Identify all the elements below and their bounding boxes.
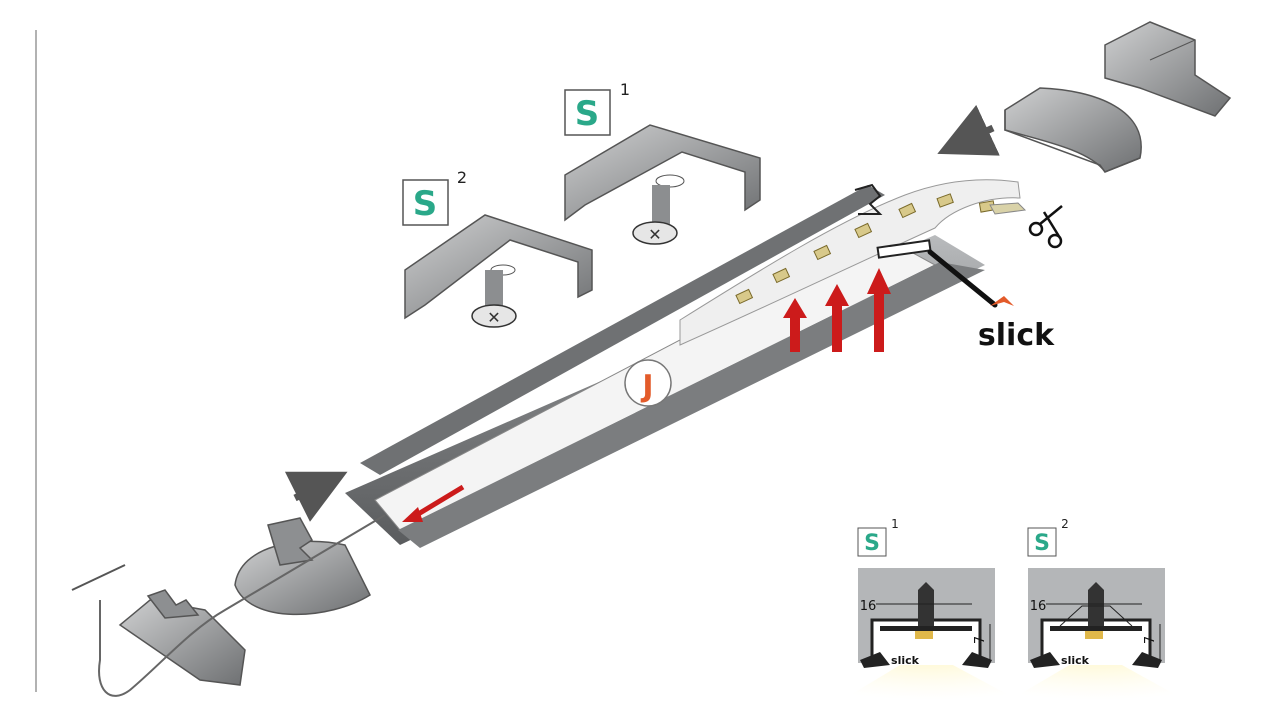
scissors-icon bbox=[1028, 205, 1063, 249]
brand-logo-text: slick bbox=[978, 318, 1055, 353]
section-badge-1-letter: S bbox=[864, 531, 880, 556]
profile-width-2: 16 bbox=[1030, 599, 1047, 614]
cross-section-2: 16 7 slick bbox=[1010, 568, 1185, 700]
section-badge-1: S 1 bbox=[857, 517, 899, 557]
arrow-icon bbox=[413, 484, 465, 519]
section-badge-2: S 2 bbox=[1027, 517, 1069, 557]
end-cap-right-mount bbox=[1104, 21, 1232, 117]
arrow-icon bbox=[867, 268, 891, 352]
cross-section-1: 16 7 slick bbox=[842, 568, 1018, 700]
section-brand-2: slick bbox=[1061, 654, 1090, 667]
section-badge-2-letter: S bbox=[1034, 531, 1050, 556]
installation-tool bbox=[854, 183, 998, 308]
mount-badge-2-letter: S bbox=[413, 184, 438, 224]
mount-badge-1-index: 1 bbox=[620, 80, 630, 99]
press-in-arrows bbox=[402, 268, 891, 522]
mount-badge-2: S 2 bbox=[402, 168, 467, 226]
arrow-icon bbox=[825, 284, 849, 352]
arrow-icon bbox=[284, 471, 348, 522]
power-cable bbox=[98, 514, 386, 697]
strip-marker: J bbox=[624, 359, 672, 407]
brand-logo: slick bbox=[978, 296, 1055, 353]
end-cap-left bbox=[234, 517, 371, 616]
profile-width-1: 16 bbox=[860, 599, 877, 614]
svg-text:✕: ✕ bbox=[487, 308, 500, 327]
profile-height-1: 7 bbox=[973, 636, 988, 644]
mounting-clip-2: ✕ bbox=[404, 214, 593, 328]
arrow-icon bbox=[937, 104, 1000, 156]
svg-text:✕: ✕ bbox=[648, 225, 661, 244]
mount-badge-1-letter: S bbox=[575, 94, 600, 134]
mount-badge-2-index: 2 bbox=[457, 168, 467, 187]
section-badge-2-index: 2 bbox=[1061, 517, 1069, 531]
led-strip bbox=[679, 179, 1027, 346]
end-cap-left-mount bbox=[118, 589, 246, 686]
section-brand-1: slick bbox=[891, 654, 920, 667]
led-chips bbox=[735, 193, 996, 305]
profile-height-2: 7 bbox=[1143, 636, 1158, 644]
mount-badge-1: S 1 bbox=[564, 80, 630, 136]
strip-marker-label: J bbox=[640, 369, 653, 404]
mounting-clip-1: ✕ bbox=[564, 124, 761, 245]
section-badge-1-index: 1 bbox=[891, 517, 899, 531]
end-cap-right bbox=[1004, 87, 1142, 173]
divider-stroke bbox=[71, 564, 126, 591]
arrow-icon bbox=[783, 298, 807, 352]
